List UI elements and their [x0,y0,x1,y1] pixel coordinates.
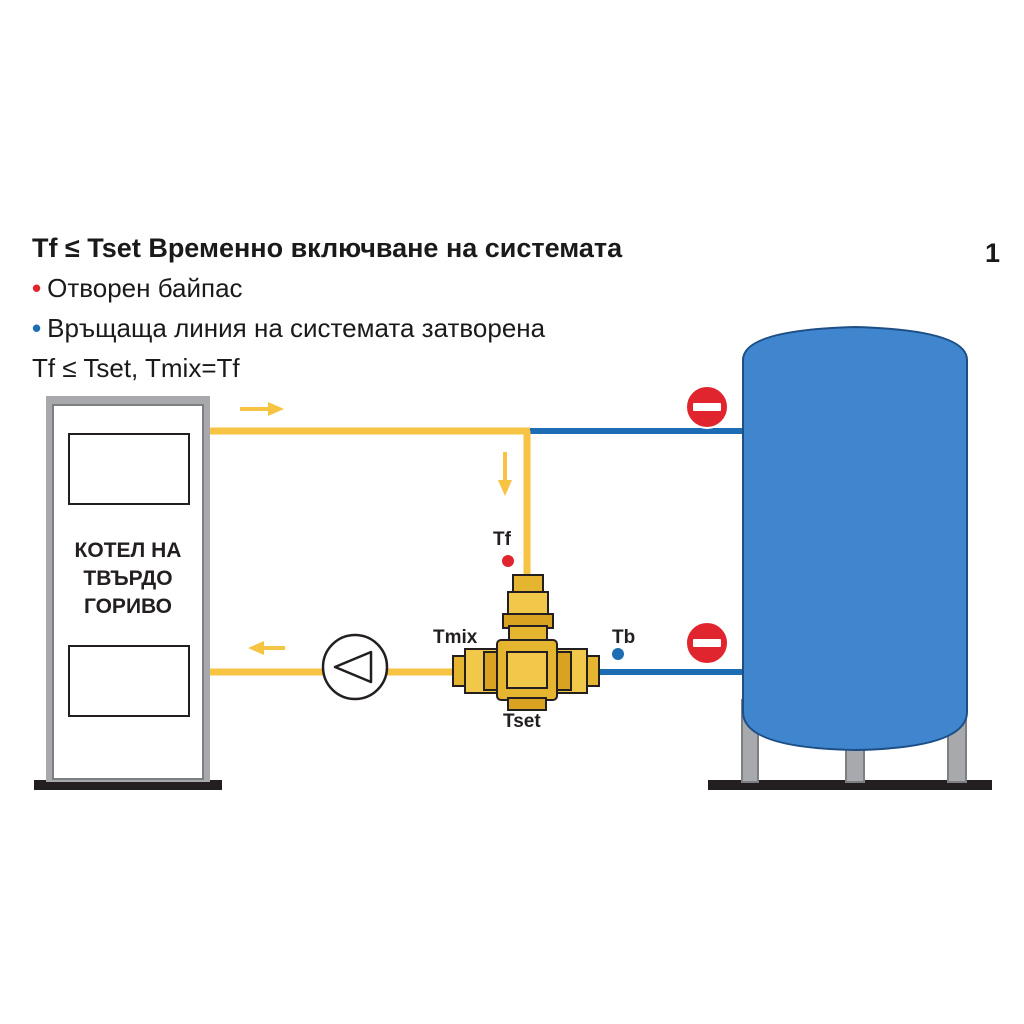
tank-base [708,780,992,790]
no-entry-icon-supply [685,385,729,429]
boiler-label-line1: КОТЕЛ НА [75,539,182,562]
legend-item-return: •Връщаща линия на системата затворена [32,308,622,348]
tf-label: Tf [493,529,512,550]
tb-label: Tb [612,627,635,648]
tb-sensor-dot [612,648,624,660]
tank-body [742,325,968,752]
boiler-base [34,780,222,790]
legend: Tf ≤ Tset Временно включване на системат… [32,228,622,388]
arrow-left-icon [248,641,285,655]
thermostatic-mixing-valve [452,574,600,711]
legend-text-bypass: Отворен байпас [47,273,243,303]
legend-text-return: Връщаща линия на системата затворена [47,313,546,343]
boiler-label-line3: ГОРИВО [84,595,172,618]
diagram-title: Tf ≤ Tset Временно включване на системат… [32,233,623,263]
boiler-lower-window [68,645,190,717]
boiler-upper-window [68,433,190,505]
pump-arrow-icon [333,650,373,684]
blue-bullet: • [32,313,42,343]
flow-arrows [240,402,512,655]
arrow-down-icon [498,452,512,496]
condition-text: Tf ≤ Tset, Tmix=Tf [32,353,240,383]
red-bullet: • [32,273,42,303]
legend-item-bypass: •Отворен байпас [32,268,622,308]
arrow-right-icon [240,402,284,416]
buffer-tank [708,325,992,790]
tmix-label: Tmix [433,627,478,648]
circulation-pump [321,633,389,701]
no-entry-icon-return [685,621,729,665]
sensors: Tf Tmix Tb Tset [433,529,635,732]
tset-label: Tset [503,711,541,732]
tf-sensor-dot [502,555,514,567]
boiler-label-line2: ТВЪРДО [83,567,172,590]
solid-fuel-boiler: КОТЕЛ НА ТВЪРДО ГОРИВО [34,396,222,790]
page-number: 1 [984,238,1000,268]
